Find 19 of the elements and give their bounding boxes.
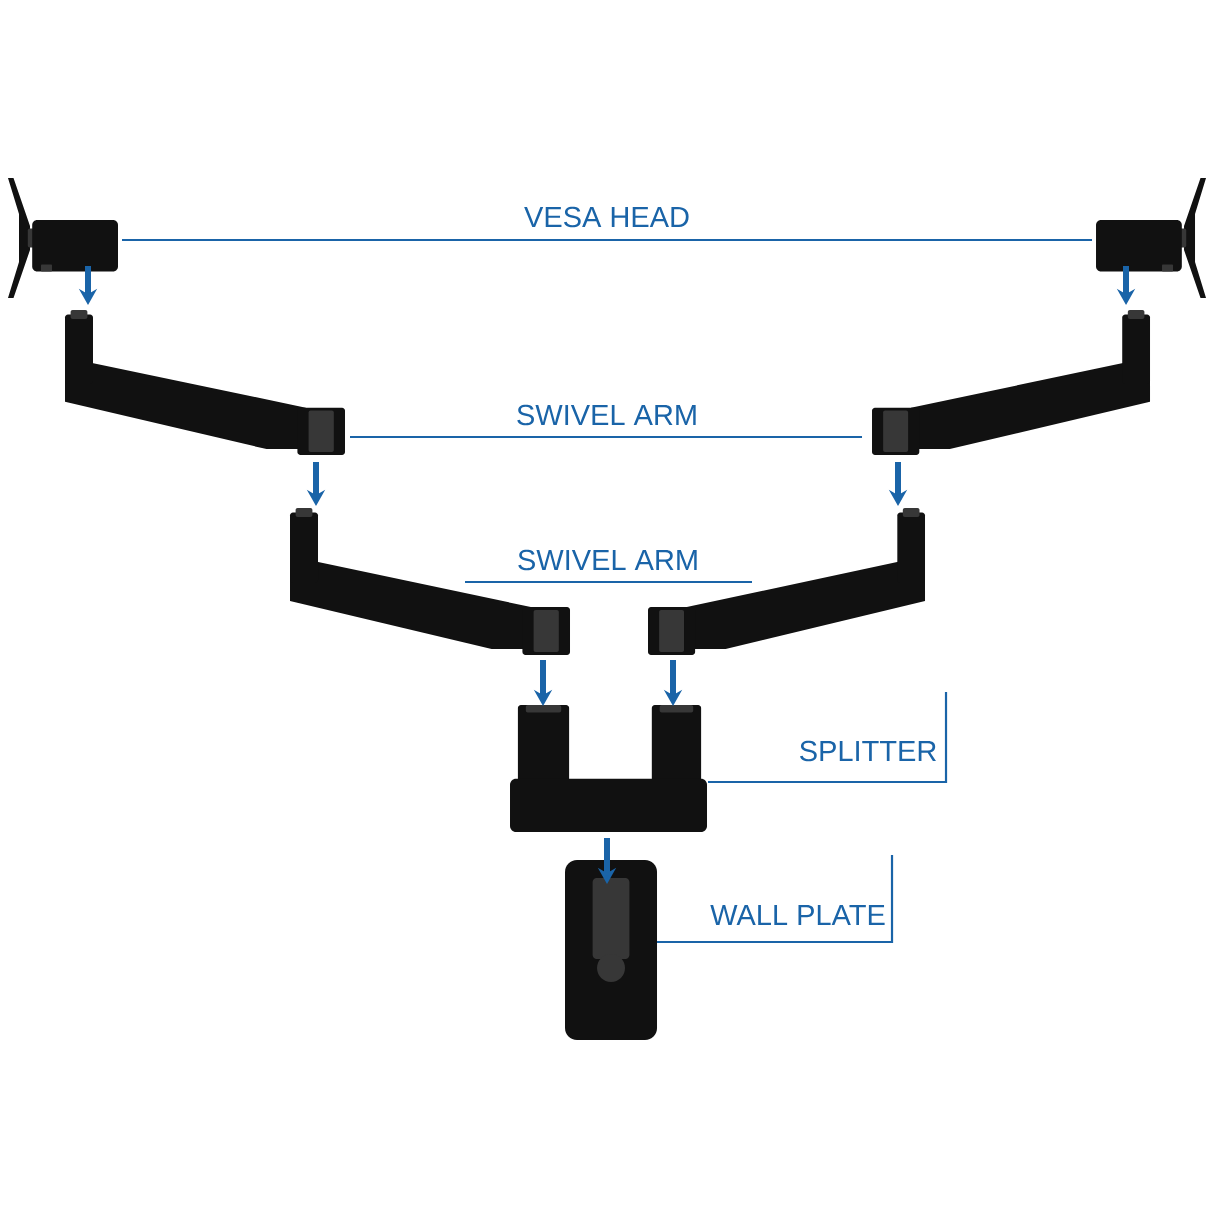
leader-line xyxy=(657,855,894,944)
leader-line xyxy=(607,435,862,439)
part-label: SPLITTER xyxy=(800,740,936,762)
part-label: WALL PLATE xyxy=(710,905,885,925)
vesa-head-drawing xyxy=(1096,178,1206,298)
leader-line xyxy=(465,580,607,584)
wall-plate-drawing xyxy=(565,860,657,1040)
leader-line xyxy=(122,238,607,242)
swivel-arm-drawing xyxy=(65,310,345,455)
swivel-arm-drawing xyxy=(872,310,1150,455)
vesa-head-drawing xyxy=(8,178,118,298)
part-label: VESA HEAD xyxy=(524,206,689,228)
part-label: SWIVEL ARM xyxy=(518,549,697,571)
part-label: SWIVEL ARM xyxy=(517,404,696,426)
splitter-drawing xyxy=(510,705,707,832)
leader-line xyxy=(607,580,752,584)
leader-line xyxy=(607,238,1092,242)
leader-line xyxy=(350,435,607,439)
leader-line xyxy=(708,692,948,784)
